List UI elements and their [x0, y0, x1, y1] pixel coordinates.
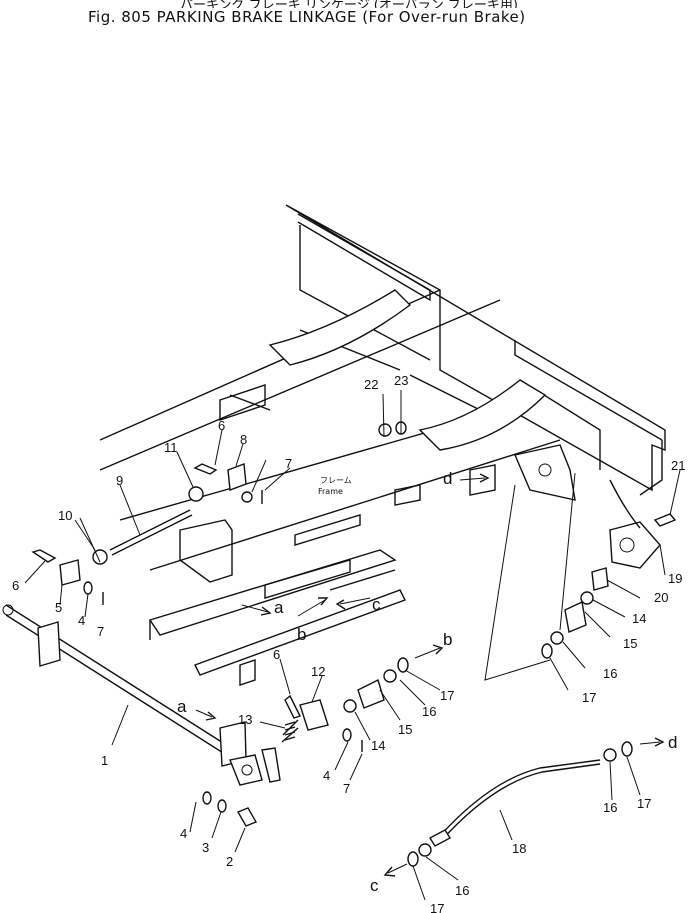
part-number-14: 14 — [632, 611, 646, 626]
part-number-23: 23 — [394, 373, 408, 388]
ref-letter-c: c — [372, 595, 381, 614]
frame-rails — [99, 289, 601, 571]
part-number-4: 4 — [323, 768, 330, 783]
part-number-13: 13 — [238, 712, 252, 727]
part-number-2: 2 — [226, 854, 233, 869]
part-number-17: 17 — [430, 901, 444, 913]
part-number-6: 6 — [218, 418, 225, 433]
small-parts — [31, 421, 677, 827]
ref-letter-d: d — [668, 733, 677, 752]
frame-label: Frame — [318, 487, 343, 496]
part-number-16: 16 — [455, 883, 469, 898]
part-number-15: 15 — [623, 636, 637, 651]
figure-title: Fig. 805 PARKING BRAKE LINKAGE (For Over… — [88, 8, 526, 26]
part-number-15: 15 — [398, 722, 412, 737]
part-number-9: 9 — [116, 473, 123, 488]
part-number-20: 20 — [654, 590, 668, 605]
frame-label-jp: フレーム — [320, 476, 352, 485]
ref-letter-a: a — [177, 697, 187, 716]
part-number-7: 7 — [285, 456, 292, 471]
part-number-16: 16 — [603, 666, 617, 681]
cross-shaft — [2, 604, 251, 771]
part-number-14: 14 — [371, 738, 385, 753]
figure-title-japanese: パーキング ブレーキ リンケージ (オーバラン ブレーキ用) — [180, 0, 518, 8]
part-number-6: 6 — [273, 647, 280, 662]
part-number-7: 7 — [97, 624, 104, 639]
part-number-3: 3 — [202, 840, 209, 855]
part-number-4: 4 — [180, 826, 187, 841]
part-number-5: 5 — [55, 600, 62, 615]
ref-letter-b: b — [443, 630, 452, 649]
leader-lines — [24, 390, 681, 901]
part-number-10: 10 — [58, 508, 72, 523]
part-number-22: 22 — [364, 377, 378, 392]
ref-letter-b: b — [297, 625, 306, 644]
part-number-11: 11 — [164, 440, 178, 455]
part-number-6: 6 — [12, 578, 19, 593]
part-number-17: 17 — [582, 690, 596, 705]
frame-channel — [285, 204, 666, 496]
part-number-labels: 1 2 3 4 4 4 5 6 6 6 7 7 7 8 9 10 11 12 1… — [12, 373, 685, 913]
part-number-16: 16 — [422, 704, 436, 719]
part-number-4: 4 — [78, 613, 85, 628]
brake-cable — [407, 741, 633, 867]
part-number-8: 8 — [240, 432, 247, 447]
ref-letter-a: a — [274, 598, 284, 617]
part-number-1: 1 — [101, 753, 108, 768]
ref-letter-d: d — [443, 469, 452, 488]
part-number-18: 18 — [512, 841, 526, 856]
ref-letter-c: c — [370, 876, 379, 895]
direction-arrows — [195, 473, 665, 877]
part-number-17: 17 — [440, 688, 454, 703]
part-number-7: 7 — [343, 781, 350, 796]
part-number-17: 17 — [637, 796, 651, 811]
reference-letters: a a b b c c d d — [177, 469, 677, 895]
part-number-19: 19 — [668, 571, 682, 586]
part-number-16: 16 — [603, 800, 617, 815]
part-number-21: 21 — [671, 458, 685, 473]
part-number-12: 12 — [311, 664, 325, 679]
lower-channel — [148, 484, 421, 686]
lever-assembly — [229, 699, 329, 786]
